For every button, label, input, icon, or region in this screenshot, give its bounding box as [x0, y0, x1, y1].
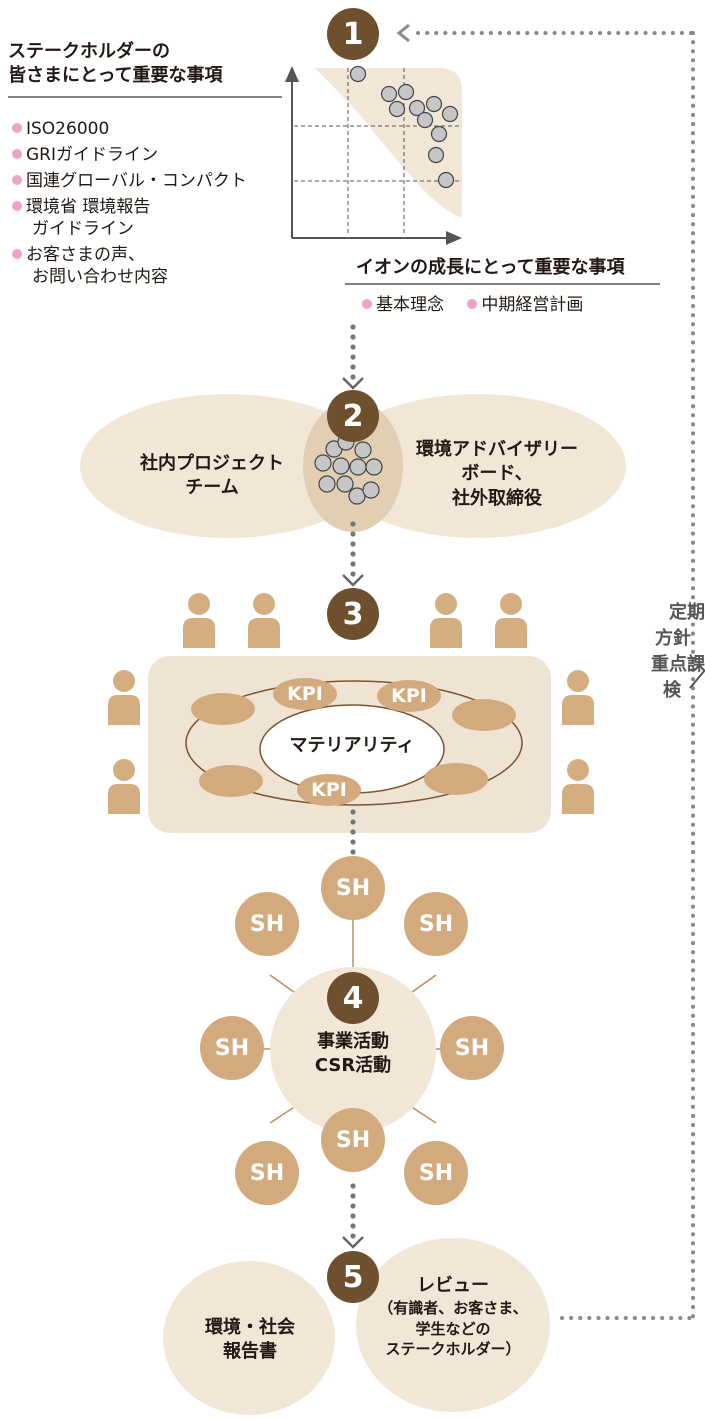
criteria-item: お客さまの声、	[12, 244, 145, 266]
advisory-board-label: 環境アドバイザリー ボード、 社外取締役	[392, 438, 602, 511]
bullet-icon	[12, 249, 22, 259]
internal-team-ellipse	[80, 394, 376, 538]
review-title: レビュー	[417, 1275, 489, 1296]
review-line: （有識者、お客さま、	[378, 1299, 528, 1318]
business-activity-line: 事業活動	[317, 1031, 389, 1052]
step-2-badge: 2	[327, 390, 379, 442]
business-activity-label: 事業活動 CSR活動	[273, 1030, 433, 1079]
criteria-item: 国連グローバル・コンパクト	[12, 170, 247, 192]
advisory-line: 社外取締役	[452, 487, 542, 509]
criteria-text: 環境省 環境報告	[26, 197, 151, 217]
external-advisory-ellipse	[330, 394, 626, 538]
stakeholder-axis-title: ステークホルダーの 皆さまにとって重要な事項	[8, 40, 223, 89]
internal-team-label: 社内プロジェクト チーム	[112, 452, 312, 501]
stakeholder-node: SH	[200, 1016, 264, 1080]
feedback-line: 検	[663, 680, 681, 701]
growth-criteria: 基本理念 中期経営計画	[362, 294, 583, 316]
growth-axis-title: イオンの成長にとって重要な事項	[356, 257, 625, 278]
advisory-line: ボード、	[461, 463, 533, 485]
internal-team-line: 社内プロジェクト	[140, 453, 284, 474]
kpi-badge: KPI	[377, 680, 441, 712]
feedback-label: 定期 方針 重点課 検	[600, 600, 705, 704]
advisory-line: 環境アドバイザリー	[416, 439, 578, 460]
stakeholder-node: SH	[404, 892, 468, 956]
stakeholder-title-line2: 皆さまにとって重要な事項	[8, 65, 223, 87]
business-activity-circle	[270, 967, 436, 1133]
csr-activity-line: CSR活動	[314, 1055, 392, 1077]
bullet-icon	[12, 149, 22, 159]
criteria-item-cont: お問い合わせ内容	[32, 267, 168, 287]
stakeholder-title-line1: ステークホルダーの	[8, 41, 170, 62]
step-4-badge: 4	[327, 972, 379, 1024]
report-line: 環境・社会	[205, 1317, 295, 1338]
criteria-text: ISO26000	[26, 119, 110, 139]
stakeholder-node: SH	[321, 1108, 385, 1172]
materiality-label: マテリアリティ	[289, 735, 415, 756]
review-line: ステークホルダー）	[385, 1339, 521, 1358]
review-label: レビュー （有識者、お客さま、 学生などの ステークホルダー）	[363, 1274, 543, 1359]
criteria-text: お客さまの声、	[26, 245, 145, 265]
feedback-loop	[416, 31, 695, 1320]
criteria-text: GRIガイドライン	[26, 145, 158, 165]
materiality-region	[315, 68, 462, 218]
kpi-badge: KPI	[273, 678, 337, 710]
growth-criteria-text: 基本理念	[376, 295, 444, 315]
criteria-text: 国連グローバル・コンパクト	[26, 171, 247, 191]
growth-criteria-text: 中期経営計画	[481, 295, 584, 315]
report-label: 環境・社会 報告書	[170, 1316, 330, 1365]
bullet-icon	[12, 123, 22, 133]
stakeholder-node: SH	[235, 892, 299, 956]
step-5-badge: 5	[327, 1251, 379, 1303]
stakeholder-node: SH	[440, 1016, 504, 1080]
criteria-item: GRIガイドライン	[12, 144, 158, 166]
review-line: 学生などの	[415, 1319, 491, 1338]
bullet-icon	[467, 299, 478, 309]
step-3-badge: 3	[327, 588, 379, 640]
criteria-item: ISO26000	[12, 118, 109, 140]
feedback-line: 定期	[669, 602, 705, 623]
kpi-badge: KPI	[297, 774, 361, 806]
report-ellipse	[163, 1261, 335, 1415]
criteria-item: 環境省 環境報告	[12, 196, 150, 218]
stakeholder-node: SH	[404, 1141, 468, 1205]
bullet-icon	[362, 299, 372, 309]
feedback-line: 方針	[655, 628, 691, 649]
meeting-participants	[108, 593, 594, 814]
bullet-icon	[12, 175, 22, 185]
step-1-badge: 1	[327, 8, 379, 60]
feedback-line: 重点課	[651, 654, 705, 675]
internal-team-line: チーム	[185, 477, 239, 499]
criteria-item-cont: ガイドライン	[32, 219, 134, 239]
review-ellipse	[356, 1238, 550, 1412]
report-line: 報告書	[223, 1341, 277, 1363]
bullet-icon	[12, 201, 22, 211]
stakeholder-node: SH	[321, 856, 385, 920]
stakeholder-node: SH	[235, 1141, 299, 1205]
